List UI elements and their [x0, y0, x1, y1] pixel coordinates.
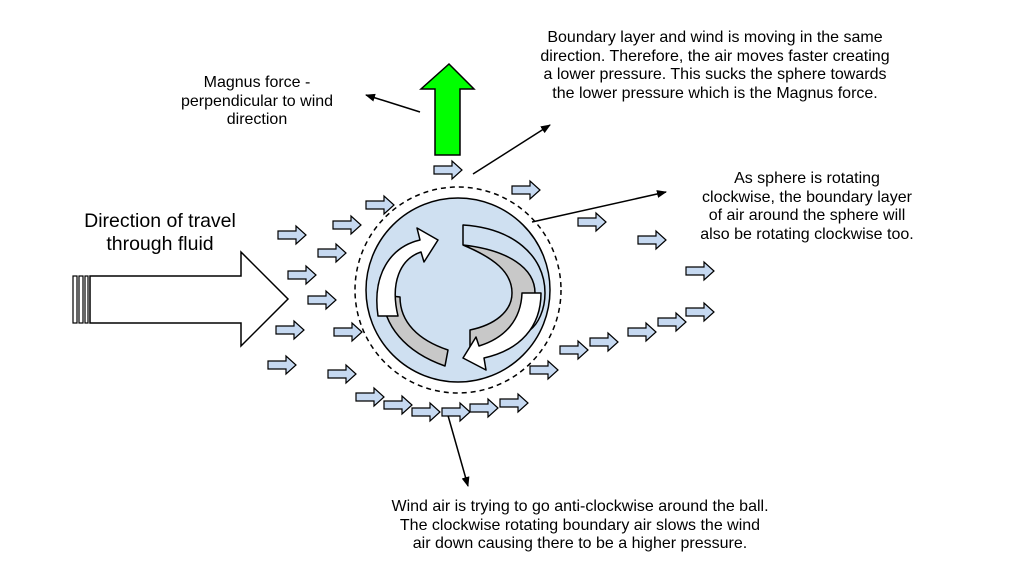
boundary-layer-circle [354, 186, 562, 394]
wind-anticlockwise-label: Wind air is trying to go anti-clockwise … [340, 498, 820, 554]
sphere-rotating-line: also be rotating clockwise too. [700, 226, 914, 244]
wind-arrow-icon [511, 179, 541, 201]
wind-arrow-icon [441, 401, 471, 423]
wind-arrow-icon [685, 301, 715, 323]
wind-anticlockwise-line: Wind air is trying to go anti-clockwise … [391, 498, 769, 515]
boundary-same-direction-line: Boundary layer and wind is moving in the… [547, 29, 883, 46]
sphere-rotating-line: As sphere is rotating [734, 170, 880, 187]
magnus-pointer-line [365, 93, 421, 113]
wind-arrows [267, 159, 715, 423]
sphere-rotating-line: clockwise, the boundary layer [702, 188, 912, 206]
wind-arrow-icon [287, 264, 317, 286]
boundary-same-direction-label: Boundary layer and wind is moving in the… [495, 29, 935, 104]
wind-arrow-icon [499, 392, 529, 414]
boundary-same-direction-line: the lower pressure which is the Magnus f… [552, 85, 878, 103]
direction-of-travel-line: through fluid [106, 233, 214, 256]
wind-arrow-icon [327, 363, 357, 385]
wind-arrow-icon [267, 354, 297, 376]
direction-of-travel-line: Direction of travel [84, 210, 236, 232]
wind-arrow-icon [383, 394, 413, 416]
sphere-rotating-line: of air around the sphere will [708, 207, 906, 225]
high-pressure-pointer-line [446, 411, 470, 487]
wind-arrow-icon [469, 397, 499, 419]
wind-arrow-icon [577, 211, 607, 233]
magnus-force-label-line: direction [226, 111, 288, 129]
boundary-same-direction-line: a lower pressure. This sucks the sphere … [543, 66, 887, 84]
wind-arrow-icon [657, 311, 687, 333]
magnus-force-arrow-icon [419, 62, 476, 156]
wind-arrow-icon [365, 194, 395, 216]
wind-arrow-icon [333, 321, 363, 343]
direction-of-travel-label: Direction of travel through fluid [40, 210, 280, 257]
wind-arrow-icon [627, 321, 657, 343]
wind-arrow-icon [589, 331, 619, 353]
boundary-layer-pointer-line [531, 190, 667, 223]
rotation-arrows-icon [376, 224, 546, 371]
travel-direction-arrow-icon [72, 250, 290, 348]
wind-arrow-icon [355, 386, 385, 408]
wind-arrow-icon [317, 242, 347, 264]
wind-arrow-icon [307, 289, 337, 311]
wind-arrow-icon [685, 260, 715, 282]
magnus-force-label: Magnus force - perpendicular to wind dir… [152, 74, 362, 130]
wind-arrow-icon [529, 359, 559, 381]
wind-arrow-icon [275, 319, 305, 341]
wind-arrow-icon [411, 401, 441, 423]
sphere-rotating-label: As sphere is rotating clockwise, the bou… [662, 170, 952, 245]
wind-arrow-icon [277, 224, 307, 246]
magnus-force-label-line: perpendicular to wind [180, 92, 334, 110]
wind-arrow-icon [559, 339, 589, 361]
wind-anticlockwise-line: air down causing there to be a higher pr… [412, 535, 748, 553]
magnus-force-label-line: Magnus force - [203, 74, 311, 91]
wind-arrow-icon [332, 214, 362, 236]
wind-arrow-icon [433, 159, 463, 181]
wind-arrow-icon [637, 229, 667, 251]
wind-anticlockwise-line: The clockwise rotating boundary air slow… [399, 516, 761, 534]
low-pressure-pointer-line [472, 124, 551, 175]
boundary-same-direction-line: direction. Therefore, the air moves fast… [540, 47, 890, 65]
